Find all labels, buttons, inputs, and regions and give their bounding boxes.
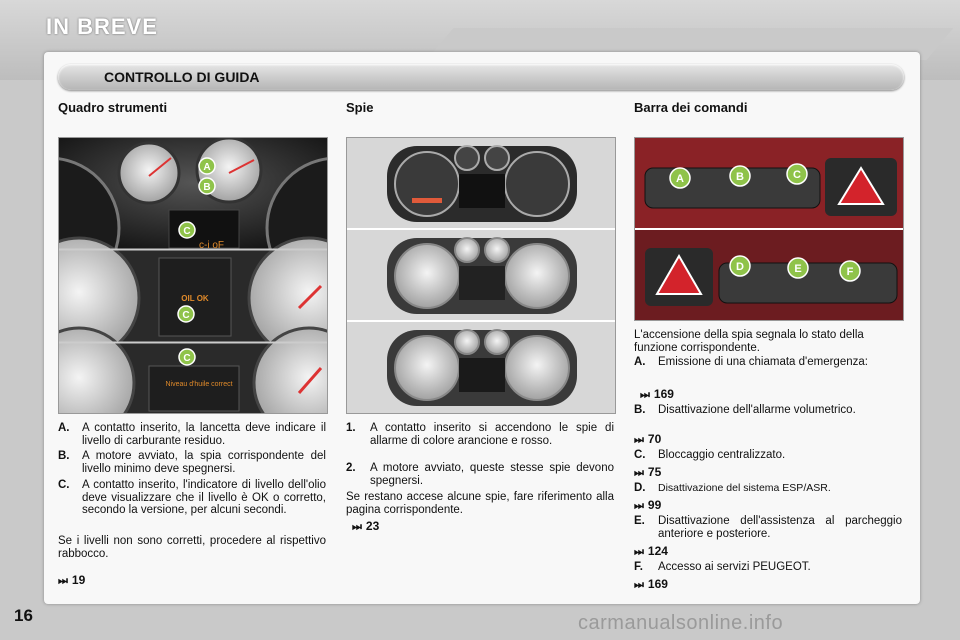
cluster-2 xyxy=(347,230,615,320)
barra-ref-f[interactable]: ⏭169 xyxy=(634,577,668,592)
bar-label-e: E xyxy=(794,263,801,275)
bar-label-c: C xyxy=(793,169,801,181)
bar-label-a: A xyxy=(676,173,684,185)
spie-page-ref[interactable]: ⏭23 xyxy=(352,519,379,534)
item-text: A contatto inserito si accendono le spie… xyxy=(370,422,614,447)
item-key: D. xyxy=(634,482,646,494)
item-key: F. xyxy=(634,561,643,573)
callout-c3-label: C xyxy=(183,353,190,364)
quadro-note: Se i livelli non sono corretti, proceder… xyxy=(58,535,326,560)
callout-e-icon xyxy=(787,257,809,279)
item-text: Emissione di una chiamata d'emergenza: xyxy=(658,356,868,368)
callout-b-label: B xyxy=(203,182,210,193)
quadro-page-ref[interactable]: ⏭19 xyxy=(58,573,85,588)
spie-item-1: 1. A contatto inserito si accendono le s… xyxy=(346,422,614,447)
item-text: A contatto inserito, la lancetta deve in… xyxy=(82,422,326,447)
barra-entry-f: F. Accesso ai servizi PEUGEOT. xyxy=(634,561,902,574)
heading-spie: Spie xyxy=(346,100,374,115)
callout-c3-icon xyxy=(178,348,196,366)
callout-a-icon xyxy=(198,157,216,175)
barra-entry-b: B. Disattivazione dell'allarme volumetri… xyxy=(634,404,902,417)
callout-d-icon xyxy=(729,255,751,277)
heading-barra-comandi: Barra dei comandi xyxy=(634,100,748,115)
page-ref-number: 99 xyxy=(647,498,662,512)
callout-c2-icon xyxy=(177,305,195,323)
barra-ref-d[interactable]: ⏭99 xyxy=(634,498,661,513)
section-title: CONTROLLO DI GUIDA xyxy=(104,69,260,85)
warning-lights-image xyxy=(346,137,616,414)
skip-forward-icon: ⏭ xyxy=(640,389,650,401)
skip-forward-icon: ⏭ xyxy=(634,467,644,479)
item-text: A motore avviato, queste stesse spie dev… xyxy=(370,462,614,487)
barra-ref-c[interactable]: ⏭75 xyxy=(634,465,661,480)
section-bar xyxy=(58,64,904,90)
niveau-label: Niveau d'huile correct xyxy=(165,381,232,388)
svg-text:c-i oF: c-i oF xyxy=(199,240,224,251)
page-ref-number: 169 xyxy=(653,387,674,401)
skip-forward-icon: ⏭ xyxy=(634,434,644,446)
item-key: 1. xyxy=(346,422,356,434)
barra-ref-b[interactable]: ⏭70 xyxy=(634,432,661,447)
item-key: B. xyxy=(58,450,70,462)
item-key: E. xyxy=(634,515,645,527)
item-text: A motore avviato, la spia corrispondente… xyxy=(82,450,326,475)
barra-entry-e: E. Disattivazione dell'assistenza al par… xyxy=(634,515,902,540)
oil-ok-label: OIL OK xyxy=(181,294,209,303)
barra-entry-a: A. Emissione di una chiamata d'emergenza… xyxy=(634,356,902,369)
page-title: IN BREVE xyxy=(46,14,158,39)
watermark: carmanualsonline.info xyxy=(578,612,784,634)
spie-note: Se restano accese alcune spie, fare rife… xyxy=(346,491,614,516)
control-bar-image: A B C D E F xyxy=(634,137,904,321)
spie-item-2: 2. A motore avviato, queste stesse spie … xyxy=(346,462,614,487)
page-ref-number: 124 xyxy=(647,544,668,558)
item-text: Bloccaggio centralizzato. xyxy=(658,449,786,461)
skip-forward-icon: ⏭ xyxy=(634,500,644,512)
skip-forward-icon: ⏭ xyxy=(352,521,362,533)
page-ref-number: 23 xyxy=(365,519,380,533)
callout-f-icon xyxy=(839,260,861,282)
item-text: A contatto inserito, l'indicatore di liv… xyxy=(82,479,326,516)
callout-a-icon xyxy=(669,167,691,189)
skip-forward-icon: ⏭ xyxy=(634,579,644,591)
barra-ref-e[interactable]: ⏭124 xyxy=(634,544,668,559)
cluster-1 xyxy=(347,138,615,228)
page-ref-number: 169 xyxy=(647,577,668,591)
bar-label-b: B xyxy=(736,171,744,183)
page-ref-number: 70 xyxy=(647,432,662,446)
skip-forward-icon: ⏭ xyxy=(634,546,644,558)
cluster-3 xyxy=(347,322,615,413)
quadro-item-c: C. A contatto inserito, l'indicatore di … xyxy=(58,479,326,517)
item-text: Disattivazione dell'allarme volumetrico. xyxy=(658,404,856,416)
barra-entry-d: D. Disattivazione del sistema ESP/ASR. xyxy=(634,482,902,495)
barra-entry-c: C. Bloccaggio centralizzato. xyxy=(634,449,902,462)
item-key: B. xyxy=(634,404,646,416)
callout-b-icon xyxy=(198,177,216,195)
callout-b-icon xyxy=(729,165,751,187)
item-key: A. xyxy=(634,356,646,368)
page-ref-number: 75 xyxy=(647,465,662,479)
callout-c-label: C xyxy=(183,226,190,237)
barra-ref-a[interactable]: ⏭169 xyxy=(640,387,674,402)
bar-label-d: D xyxy=(736,261,744,273)
item-text: Accesso ai servizi PEUGEOT. xyxy=(658,561,811,573)
item-key: 2. xyxy=(346,462,356,474)
item-text: Disattivazione del sistema ESP/ASR. xyxy=(658,482,831,494)
item-key: C. xyxy=(634,449,646,461)
quadro-item-a: A. A contatto inserito, la lancetta deve… xyxy=(58,422,326,447)
callout-a-label: A xyxy=(203,162,210,173)
callout-c2-label: C xyxy=(182,310,189,321)
item-key: A. xyxy=(58,422,70,434)
item-key: C. xyxy=(58,479,70,491)
page-number: 16 xyxy=(14,606,33,625)
skip-forward-icon: ⏭ xyxy=(58,575,68,587)
callout-c-icon xyxy=(786,163,808,185)
bar-label-f: F xyxy=(847,266,854,278)
item-text: Disattivazione dell'assistenza al parche… xyxy=(658,515,902,540)
callout-c-icon xyxy=(178,221,196,239)
quadro-item-b: B. A motore avviato, la spia corrisponde… xyxy=(58,450,326,475)
page-ref-number: 19 xyxy=(71,573,86,587)
instrument-cluster-image: c-i oF A B C OIL OK C Niveau d'huile cor… xyxy=(58,137,328,414)
barra-intro: L'accensione della spia segnala lo stato… xyxy=(634,329,864,354)
heading-quadro-strumenti: Quadro strumenti xyxy=(58,100,168,115)
